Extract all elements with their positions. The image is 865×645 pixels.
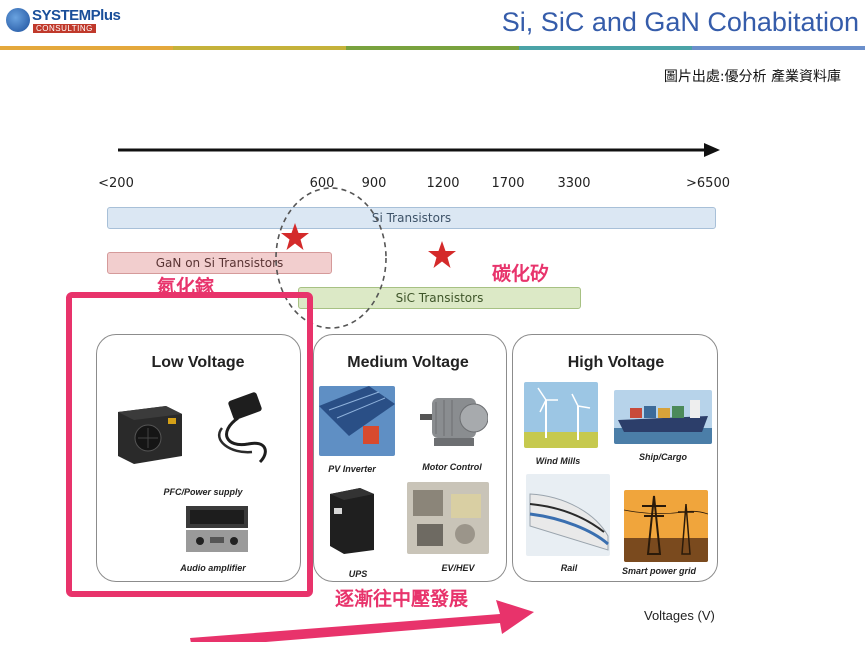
- low-voltage-title: Low Voltage: [151, 354, 245, 371]
- star-icon: [428, 241, 456, 268]
- sic-transistors-bar: SiC Transistors: [298, 287, 581, 309]
- low-voltage-highlight-box: [66, 292, 313, 597]
- axis-tick: 3300: [557, 176, 591, 191]
- trend-chinese-label: 逐漸往中壓發展: [335, 588, 469, 610]
- voltage-unit-label: Voltages (V): [644, 608, 715, 623]
- axis-tick: 600: [309, 176, 335, 191]
- ev-hev-image: [407, 482, 489, 554]
- star-icon: [281, 223, 309, 250]
- axis-tick: <200: [98, 176, 134, 191]
- logo-globe-icon: [6, 8, 30, 32]
- power-supply-unit-image: [118, 406, 182, 464]
- medium-voltage-title: Medium Voltage: [347, 354, 469, 371]
- logo-name: SYSTEMPlus: [32, 7, 121, 24]
- caption-pfc-power-supply: PFC/Power supply: [163, 487, 243, 497]
- rail-image: [526, 474, 610, 556]
- caption-pv-inverter: PV Inverter: [328, 464, 376, 474]
- sic-transistors-label: SiC Transistors: [395, 291, 484, 305]
- si-transistors-label: Si Transistors: [371, 211, 452, 225]
- audio-amplifier-image: [186, 506, 248, 552]
- si-transistors-bar: Si Transistors: [107, 207, 716, 229]
- gan-transistors-bar: GaN on Si Transistors: [107, 252, 332, 274]
- axis-tick: 900: [361, 176, 387, 191]
- image-source-note: 圖片出處:優分析 產業資料庫: [663, 69, 841, 85]
- pv-inverter-image: [319, 386, 395, 456]
- axis-tick: 1200: [426, 176, 460, 191]
- logo-subtitle: CONSULTING: [33, 24, 96, 33]
- ship-cargo-image: [614, 390, 712, 444]
- caption-wind-mills: Wind Mills: [535, 456, 581, 466]
- caption-ship-cargo: Ship/Cargo: [638, 452, 688, 462]
- sic-chinese-label: 碳化矽: [492, 263, 550, 285]
- caption-rail: Rail: [560, 563, 578, 573]
- caption-ev-hev: EV/HEV: [441, 563, 475, 573]
- high-voltage-title: High Voltage: [567, 354, 665, 371]
- caption-smart-power-grid: Smart power grid: [621, 566, 697, 576]
- axis-tick: >6500: [686, 176, 730, 191]
- caption-ups: UPS: [348, 569, 368, 579]
- slide-title: Si, SiC and GaN Cohabitation: [501, 7, 859, 37]
- dashed-circle-highlight: [275, 187, 387, 329]
- caption-motor-control: Motor Control: [422, 462, 482, 472]
- ups-image: [330, 488, 374, 554]
- motor-image: [420, 398, 488, 446]
- voltage-axis-arrow: [118, 143, 720, 157]
- wind-mills-image: [524, 382, 598, 448]
- trend-arrow: [190, 600, 534, 642]
- axis-tick: 1700: [491, 176, 525, 191]
- power-adapter-image: [218, 392, 267, 464]
- header-color-bar: [0, 46, 865, 50]
- gan-transistors-label: GaN on Si Transistors: [155, 256, 284, 270]
- caption-audio-amplifier: Audio amplifier: [180, 563, 246, 573]
- smart-power-grid-image: [624, 490, 708, 562]
